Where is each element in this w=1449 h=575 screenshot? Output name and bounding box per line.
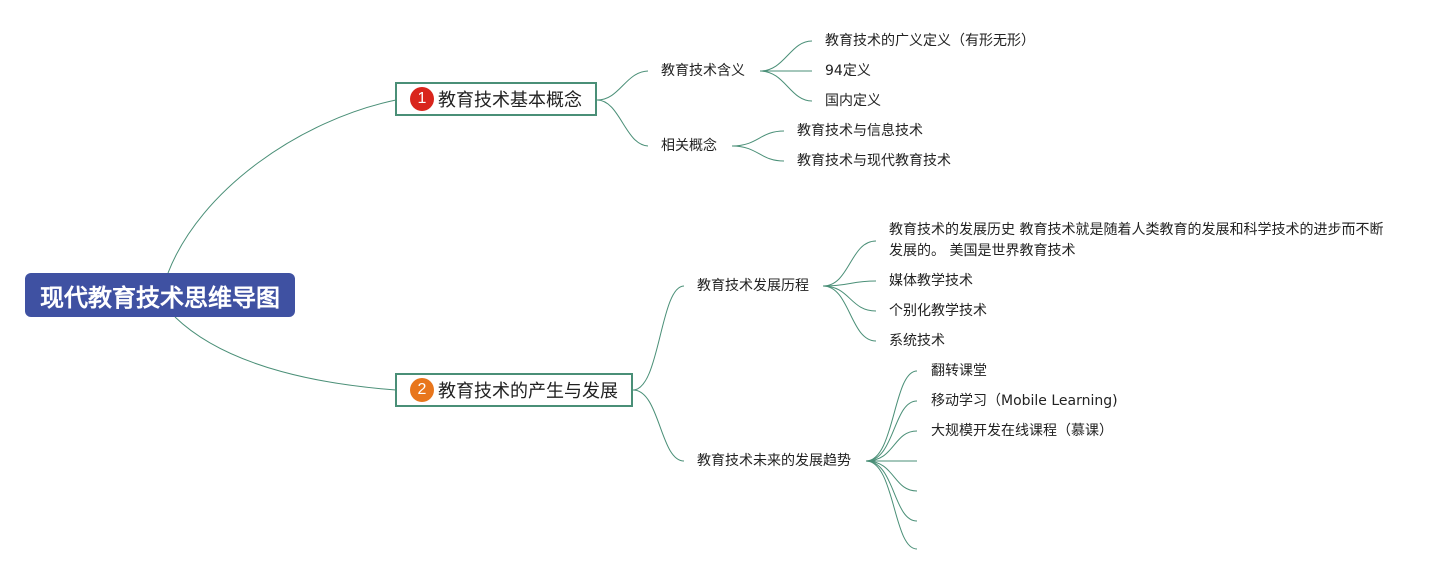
link-b2c1-l3 [822, 285, 877, 312]
leaf-mobile-learning[interactable]: 移动学习（Mobile Learning) [931, 393, 1118, 409]
link-b2c2-l1 [865, 370, 918, 462]
leaf-system-technology[interactable]: 系统技术 [889, 333, 945, 349]
leaf-domestic-definition[interactable]: 国内定义 [825, 93, 881, 109]
link-b2-c2 [632, 389, 685, 462]
link-b1c2-l2 [731, 145, 785, 162]
link-b2c1-l2 [822, 280, 877, 287]
link-root-branch-1 [167, 99, 397, 274]
link-b1-c2 [596, 99, 649, 147]
link-b2c1-l4 [822, 285, 877, 342]
link-root-branch-2 [174, 316, 397, 391]
main-topic-label: 教育技术基本概念 [438, 90, 582, 111]
main-topic-label: 教育技术的产生与发展 [438, 381, 618, 402]
leaf-flipped-classroom[interactable]: 翻转课堂 [931, 363, 987, 379]
link-b2c2-l3 [865, 430, 918, 462]
subtopic-future-trends[interactable]: 教育技术未来的发展趋势 [697, 453, 851, 469]
leaf-broad-definition[interactable]: 教育技术的广义定义（有形无形） [825, 33, 1035, 49]
link-b1c1-l1 [759, 40, 813, 72]
link-b1c2-l1 [731, 130, 785, 147]
leaf-development-history[interactable]: 教育技术的发展历史 教育技术就是随着人类教育的发展和科学技术的进步而不断发展的。… [889, 222, 1384, 259]
link-b2-c1 [632, 285, 685, 391]
link-b2c2-l6 [865, 460, 918, 522]
link-b2c2-l2 [865, 400, 918, 462]
leaf-94-definition[interactable]: 94定义 [825, 63, 871, 79]
priority-2-icon: 2 [410, 378, 434, 402]
main-topic-basic-concepts[interactable]: 1 教育技术基本概念 [395, 82, 597, 116]
main-topic-origin-development[interactable]: 2 教育技术的产生与发展 [395, 373, 633, 407]
priority-1-icon: 1 [410, 87, 434, 111]
link-b1-c1 [596, 70, 649, 101]
link-b1c1-l3 [759, 70, 813, 102]
leaf-media-teaching[interactable]: 媒体教学技术 [889, 273, 973, 289]
leaf-et-and-modern-et[interactable]: 教育技术与现代教育技术 [797, 153, 951, 169]
leaf-mooc[interactable]: 大规模开发在线课程（慕课） [931, 423, 1113, 439]
subtopic-meaning[interactable]: 教育技术含义 [661, 63, 745, 79]
leaf-et-and-it[interactable]: 教育技术与信息技术 [797, 123, 923, 139]
subtopic-related-concepts[interactable]: 相关概念 [661, 138, 717, 154]
root-topic[interactable]: 现代教育技术思维导图 [25, 273, 295, 317]
leaf-individualized-teaching[interactable]: 个别化教学技术 [889, 303, 987, 319]
subtopic-history[interactable]: 教育技术发展历程 [697, 278, 809, 294]
link-b2c2-l5 [865, 460, 918, 492]
link-b2c2-l7 [865, 460, 918, 550]
link-b2c1-l1 [822, 240, 877, 287]
